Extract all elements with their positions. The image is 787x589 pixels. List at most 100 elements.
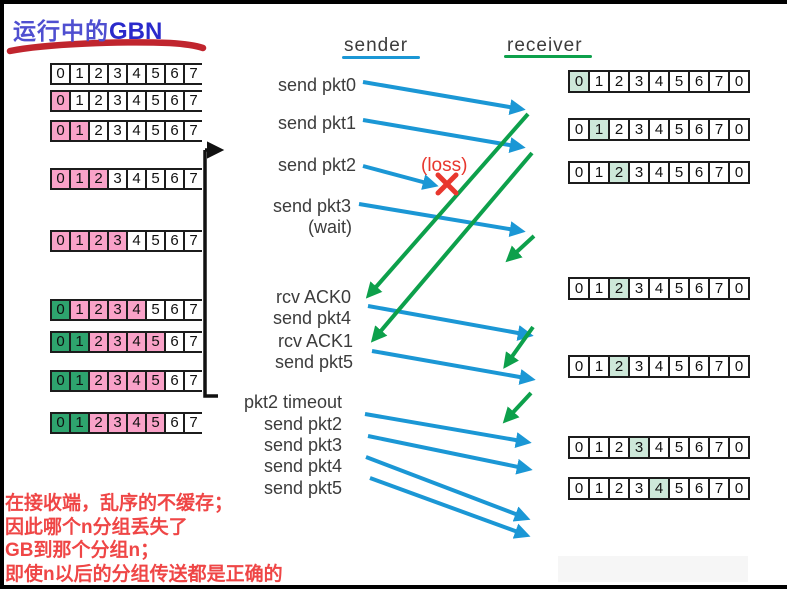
event-label: send pkt4 <box>272 308 351 328</box>
seq-cell: 5 <box>145 299 166 321</box>
seq-cell: 0 <box>568 161 590 184</box>
seq-cell: 3 <box>628 436 650 459</box>
seq-cell: 2 <box>88 168 109 190</box>
seq-cell: 0 <box>568 118 590 141</box>
packet-arrow <box>364 412 532 448</box>
seq-cell: 7 <box>183 120 202 142</box>
seq-cell: 2 <box>88 331 109 353</box>
footer-line: 因此哪个n分组丢失了 <box>5 516 188 538</box>
seq-cell: 1 <box>69 299 90 321</box>
seq-cell: 4 <box>648 436 670 459</box>
seq-cell: 3 <box>628 477 650 500</box>
seq-cell: 0 <box>568 70 590 93</box>
seq-cell: 6 <box>688 118 710 141</box>
event-label: send pkt5 <box>263 478 342 498</box>
seq-cell: 5 <box>668 436 690 459</box>
seq-cell: 0 <box>50 370 71 392</box>
seq-cell: 4 <box>126 168 147 190</box>
seq-cell: 4 <box>126 63 147 85</box>
seq-cell: 4 <box>126 299 147 321</box>
seq-cell: 0 <box>50 331 71 353</box>
seq-cell: 2 <box>608 70 630 93</box>
seq-cell: 0 <box>50 120 71 142</box>
seq-cell: 0 <box>568 277 590 300</box>
seq-cell: 7 <box>183 331 202 353</box>
seq-cell: 1 <box>69 412 90 434</box>
seq-cell: 4 <box>126 230 147 252</box>
seq-cell: 1 <box>588 477 610 500</box>
seq-cell: 7 <box>183 412 202 434</box>
seq-cell: 3 <box>628 70 650 93</box>
event-label: rcv ACK0 <box>275 287 351 307</box>
seq-cell: 5 <box>145 120 166 142</box>
packet-arrow <box>358 202 526 238</box>
seq-cell: 3 <box>107 331 128 353</box>
ack-arrow <box>365 112 530 299</box>
seq-cell: 0 <box>728 477 750 500</box>
seq-cell: 5 <box>145 370 166 392</box>
seq-cell: 7 <box>708 161 730 184</box>
event-label: send pkt3 <box>272 196 351 216</box>
seq-cell: 2 <box>608 436 630 459</box>
seq-cell: 2 <box>88 120 109 142</box>
seq-cell: 0 <box>568 477 590 500</box>
seq-cell: 5 <box>145 63 166 85</box>
seq-cell: 1 <box>69 120 90 142</box>
footer-line: 即使n以后的分组传送都是正确的 <box>5 563 283 585</box>
seq-cell: 3 <box>107 230 128 252</box>
top-edge <box>0 0 787 4</box>
seq-cell: 5 <box>145 412 166 434</box>
seq-cell: 5 <box>145 230 166 252</box>
seq-cell: 7 <box>708 436 730 459</box>
seq-cell: 1 <box>588 161 610 184</box>
seq-cell: 7 <box>183 63 202 85</box>
seq-cell: 7 <box>183 168 202 190</box>
seq-cell: 6 <box>164 412 185 434</box>
seq-cell: 1 <box>69 63 90 85</box>
seq-cell: 6 <box>164 230 185 252</box>
seq-cell: 2 <box>88 63 109 85</box>
seq-cell: 2 <box>608 477 630 500</box>
packet-arrow <box>369 476 531 539</box>
seq-cell: 4 <box>126 412 147 434</box>
seq-cell: 0 <box>50 63 71 85</box>
seq-cell: 5 <box>668 118 690 141</box>
seq-cell: 3 <box>628 118 650 141</box>
seq-cell: 4 <box>126 120 147 142</box>
sender-header: sender <box>344 35 409 56</box>
packet-arrow <box>362 80 526 115</box>
seq-cell: 7 <box>708 277 730 300</box>
ack-stub-arrow <box>505 234 536 263</box>
seq-cell: 3 <box>628 277 650 300</box>
ack-arrow <box>370 151 534 343</box>
event-label: send pkt5 <box>274 352 353 372</box>
watermark <box>558 556 748 582</box>
seq-cell: 3 <box>107 299 128 321</box>
seq-cell: 4 <box>648 477 670 500</box>
seq-cell: 3 <box>107 412 128 434</box>
seq-cell: 3 <box>628 355 650 378</box>
seq-cell: 6 <box>688 70 710 93</box>
ack-stub-arrow <box>502 391 533 424</box>
packet-arrow <box>367 304 534 341</box>
seq-cell: 6 <box>688 161 710 184</box>
seq-cell: 7 <box>708 118 730 141</box>
title-gbn: GBN <box>109 18 163 45</box>
footer-line: 在接收端，乱序的不缓存； <box>5 493 234 514</box>
seq-cell: 6 <box>688 436 710 459</box>
event-label: rcv ACK1 <box>277 331 353 351</box>
seq-cell: 5 <box>668 477 690 500</box>
seq-cell: 0 <box>728 70 750 93</box>
